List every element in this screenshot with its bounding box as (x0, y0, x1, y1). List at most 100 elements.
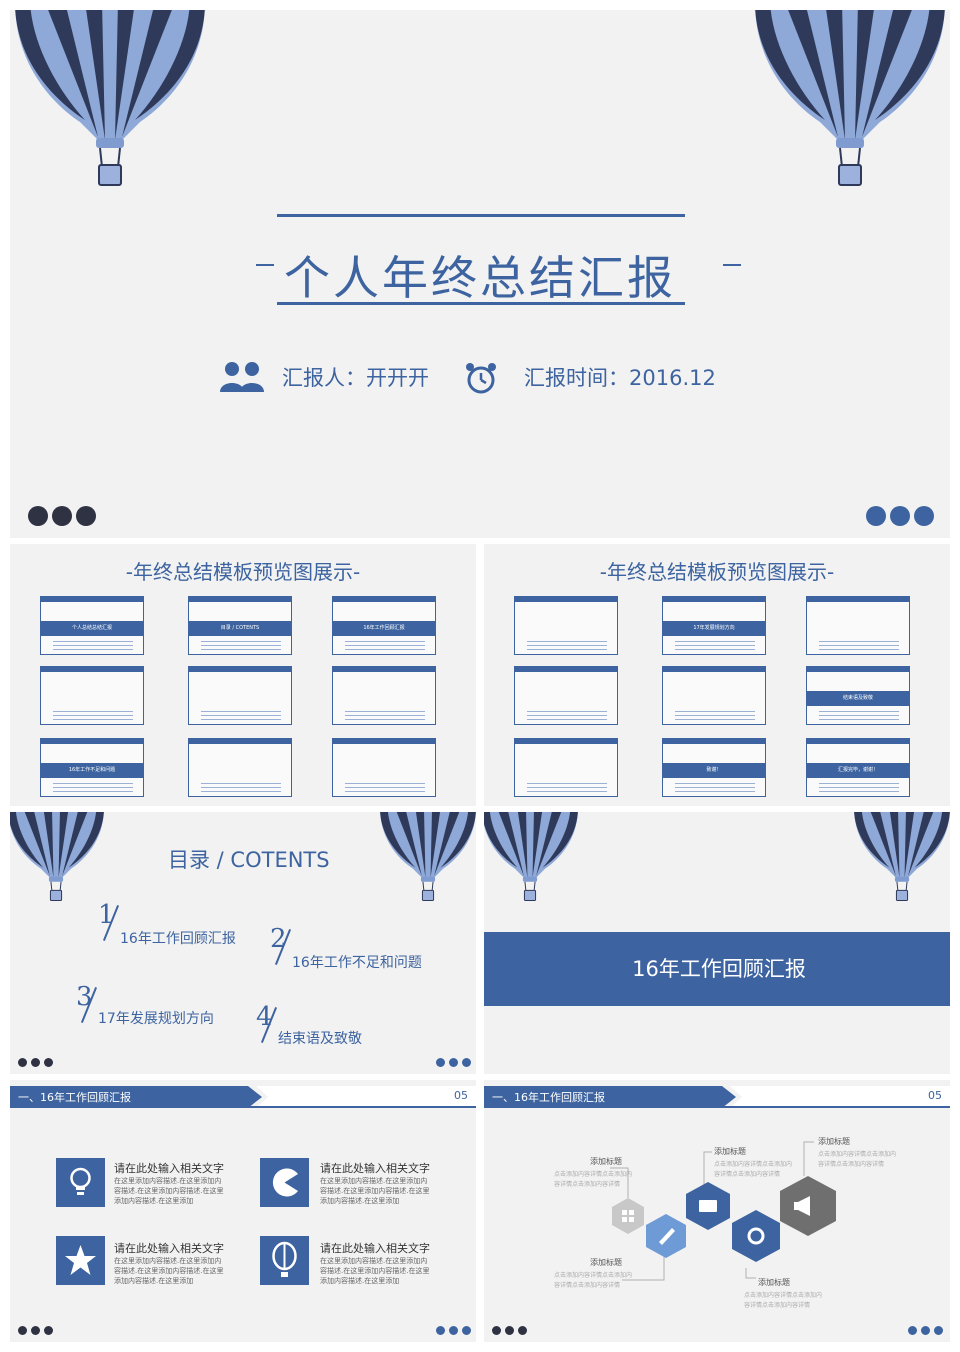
thumb-line (819, 645, 899, 646)
toc-item-label: 结束语及致敬 (278, 1031, 362, 1047)
feature-body: 在这里添加内容描述.在这里添加内容描述.在这里添加内容描述.在这里添加内容描述.… (320, 1257, 430, 1285)
preview-title: -年终总结模板预览图展示- (125, 560, 361, 584)
thumb-line (675, 787, 755, 788)
preview-slide-left: -年终总结模板预览图展示- 个人总结总结汇报 目录 / COTENTS 16年工作回… (10, 544, 476, 806)
thumb-line (819, 715, 899, 716)
dots-right (908, 1326, 943, 1335)
thumb-line (527, 641, 607, 642)
dot (31, 1326, 40, 1335)
toc-item-label: 16年工作不足和问题 (292, 955, 422, 971)
preview-thumbnail[interactable] (40, 666, 144, 725)
dot (44, 1326, 53, 1335)
thumb-line (819, 719, 899, 720)
thumb-line (201, 649, 281, 650)
thumb-line (201, 711, 281, 712)
thumb-line (819, 641, 899, 642)
thumb-line (53, 715, 133, 716)
preview-thumbnail[interactable] (514, 666, 618, 725)
thumb-header (663, 739, 765, 744)
report-time-text: 汇报时间：2016.12 (524, 366, 716, 390)
thumb-line (675, 715, 755, 716)
preview-thumbnail[interactable] (188, 738, 292, 797)
preview-thumbnail[interactable] (332, 738, 436, 797)
thumb-line (819, 649, 899, 650)
feature-title: 请在此处输入相关文字 (114, 1162, 224, 1175)
hex-sublabel: 点击添加内容详情点击添加内容详情点击添加内容详情 (554, 1272, 633, 1289)
preview-thumbnail[interactable] (662, 666, 766, 725)
dot (44, 1058, 53, 1067)
balloon-left-icon (10, 812, 108, 904)
dot (52, 506, 72, 526)
preview-thumbnail[interactable] (188, 666, 292, 725)
balloon-icon (260, 1236, 309, 1285)
dot (449, 1058, 458, 1067)
title-top-rule (277, 214, 685, 217)
page-number: 05 (928, 1089, 942, 1102)
dots-left (492, 1326, 527, 1335)
thumb-header (333, 597, 435, 602)
thumb-header (807, 667, 909, 672)
thumb-line (527, 719, 607, 720)
header-title: 一、16年工作回顾汇报 (492, 1091, 605, 1104)
thumb-header (333, 667, 435, 672)
gear-icon (747, 1227, 765, 1245)
thumb-header (333, 739, 435, 744)
thumb-line (201, 641, 281, 642)
preview-thumbnail[interactable]: 16年工作不足和问题 (40, 738, 144, 797)
header-arrow-shape (10, 1086, 476, 1108)
hexagon-diagram (610, 1141, 836, 1281)
preview-thumbnail[interactable]: 17年发展规划方向 (662, 596, 766, 655)
dot (505, 1326, 514, 1335)
thumb-line (53, 645, 133, 646)
thumb-line (675, 649, 755, 650)
preview-thumbnail[interactable] (332, 666, 436, 725)
preview-thumbnail[interactable] (514, 738, 618, 797)
thumb-header (189, 667, 291, 672)
thumb-line (201, 791, 281, 792)
preview-thumbnail[interactable]: 汇报完毕，谢谢！ (806, 738, 910, 797)
dot (18, 1058, 27, 1067)
dot (28, 506, 48, 526)
thumb-line (345, 791, 425, 792)
thumb-line (527, 783, 607, 784)
preview-thumbnail[interactable]: 目录 / COTENTS (188, 596, 292, 655)
feature-body: 在这里添加内容描述.在这里添加内容描述.在这里添加内容描述.在这里添加内容描述.… (114, 1257, 224, 1285)
thumb-header (807, 597, 909, 602)
dots-left (18, 1058, 53, 1067)
preview-thumbnail[interactable]: 16年工作回顾汇报 (332, 596, 436, 655)
hex-sublabel: 点击添加内容详情点击添加内容详情点击添加内容详情 (818, 1151, 897, 1168)
hex-sublabel: 点击添加内容详情点击添加内容详情点击添加内容详情 (714, 1161, 793, 1178)
preview-title: -年终总结模板预览图展示- (599, 560, 835, 584)
dot (449, 1326, 458, 1335)
thumb-label: 汇报完毕，谢谢！ (807, 763, 909, 778)
preview-thumbnail[interactable] (514, 596, 618, 655)
header-bar: 一、16年工作回顾汇报 05 (10, 1086, 476, 1108)
hexagon-slide: 一、16年工作回顾汇报 05 添加标题 点击添加内容详情点击添加内容详情点击添加… (484, 1080, 950, 1342)
balloon-left-icon (10, 10, 210, 192)
dots-left (18, 1326, 53, 1335)
preview-thumbnail[interactable]: 致谢！ (662, 738, 766, 797)
thumb-line (345, 787, 425, 788)
dot (914, 506, 934, 526)
thumb-line (675, 791, 755, 792)
dot (436, 1326, 445, 1335)
preview-thumbnail[interactable]: 个人总结总结汇报 (40, 596, 144, 655)
toc-item-label: 17年发展规划方向 (98, 1011, 214, 1027)
dots-right (436, 1326, 471, 1335)
star-icon (56, 1236, 105, 1285)
toc-item-label: 16年工作回顾汇报 (120, 931, 236, 947)
thumb-line (201, 645, 281, 646)
thumb-line (819, 711, 899, 712)
balloon-right-icon (750, 10, 950, 192)
dot (18, 1326, 27, 1335)
thumb-line (675, 783, 755, 784)
header-bar: 一、16年工作回顾汇报 05 (484, 1086, 950, 1108)
preview-thumbnail[interactable]: 结束语及致敬 (806, 666, 910, 725)
thumb-line (345, 719, 425, 720)
dot (518, 1326, 527, 1335)
dot (462, 1326, 471, 1335)
hex-sublabel: 点击添加内容详情点击添加内容详情点击添加内容详情 (554, 1171, 633, 1188)
thumb-label: 个人总结总结汇报 (41, 621, 143, 636)
dot (76, 506, 96, 526)
preview-thumbnail[interactable] (806, 596, 910, 655)
